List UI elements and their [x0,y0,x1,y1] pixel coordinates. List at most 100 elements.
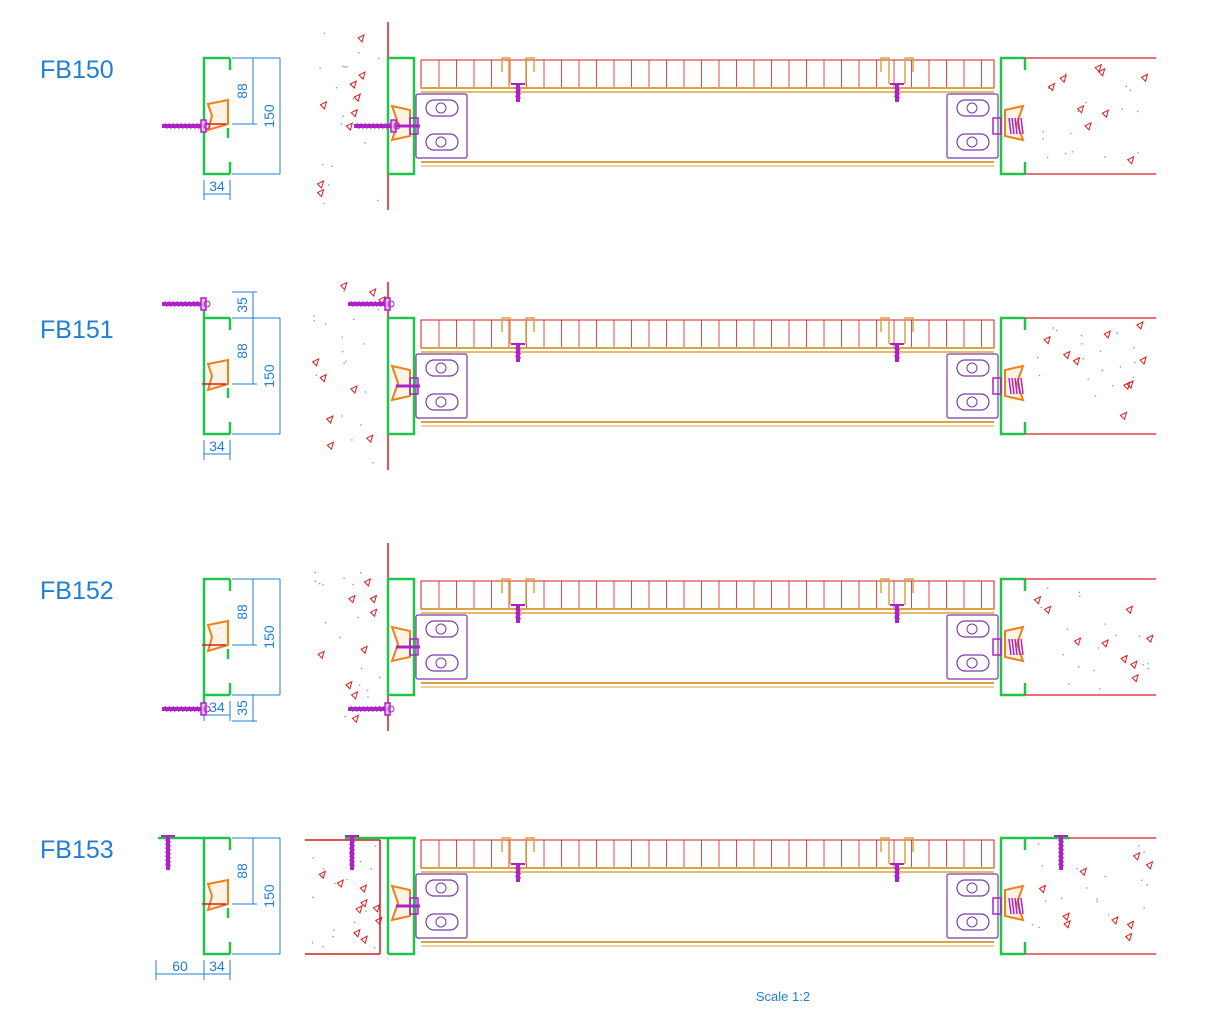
slot-bolt [435,657,447,669]
aggregate-mark [348,594,356,604]
aggregate-dot [345,360,347,362]
aggregate-mark [1145,860,1154,870]
screw-icon [511,604,525,623]
aggregate-dot [359,860,362,863]
aggregate-mark [359,884,368,893]
slot-bolt [435,362,447,374]
slot-bolt [966,396,978,408]
aggregate-dot [1107,914,1110,916]
aggregate-dot [1085,101,1087,104]
aggregate-dot [1060,897,1063,899]
aggregate-dot [1138,635,1141,638]
aggregate-mark [374,916,383,926]
aggregate-dot [365,910,367,912]
aggregate-dot [1146,883,1149,886]
gasket [1004,104,1025,142]
aggregate-dot [319,67,321,70]
slot [956,913,990,931]
aggregate-dot [377,308,380,311]
aggregate-dot [332,935,334,938]
aggregate-mark [350,108,359,118]
frame-profile-left [388,577,416,697]
assembly-section [316,22,1156,210]
gasket [206,619,229,653]
aggregate-mark [360,935,368,945]
aggregate-mark [1043,335,1051,345]
aggregate-dot [341,415,343,417]
aggregate-dot [1104,875,1106,878]
aggregate-dot [342,115,344,117]
aggregate-mark [363,577,372,587]
gasket [206,98,229,132]
slot [425,393,459,411]
aggregate-dot [1093,669,1095,672]
aggregate-mark [1094,63,1102,73]
clip [880,57,914,102]
frame-profile-left [388,836,416,956]
grating [420,319,995,353]
aggregate-dot [1115,634,1118,637]
screw-icon [1054,835,1068,870]
aggregate-dot [367,696,369,698]
aggregate-dot [333,929,335,931]
aggregate-mark [357,33,365,43]
frame-profile-left [388,56,416,176]
aggregate-dot [1037,356,1039,359]
screw-icon [511,83,525,102]
aggregate-mark [1043,605,1052,615]
aggregate-dot [1094,395,1097,397]
slot-bolt [435,916,447,928]
aggregate-dot [321,163,324,166]
assembly-section [314,543,1156,731]
slot [425,654,459,672]
screw-icon [890,604,904,623]
section-label: FB151 [40,316,114,344]
slot-bolt [966,136,978,148]
frame-profile-right [999,56,1025,176]
aggregate-dot [353,921,356,924]
section-label: FB152 [40,577,114,605]
aggregate-dot [1096,900,1098,903]
screw-icon [161,835,175,870]
aggregate-dot [1052,327,1055,329]
aggregate-mark [1145,634,1154,644]
clip [501,317,535,362]
aggregate-dot [318,582,321,585]
aggregate-mark [1073,637,1082,647]
aggregate-dot [1132,376,1134,379]
aggregate-mark [369,608,378,618]
aggregate-mark [1072,356,1081,366]
aggregate-mark [1062,912,1070,922]
aggregate-mark [311,357,320,367]
aggregate-dot [323,202,325,205]
slot-bolt [435,882,447,894]
assembly-section [311,281,1156,470]
screw-icon [162,297,211,311]
aggregate-dot [1147,667,1150,670]
aggregate-mark [1129,660,1138,670]
aggregate-dot [1042,137,1044,140]
clip [501,837,535,882]
end-plate-right [946,93,999,159]
spring-icon [1008,377,1024,395]
aggregate-dot [339,636,342,639]
aggregate-dot [1104,156,1106,158]
aggregate-mark [345,122,354,132]
aggregate-dot [331,165,333,167]
aggregate-dot [344,715,346,718]
aggregate-mark [1103,330,1111,339]
aggregate-mark [369,594,378,604]
aggregate-dot [1046,587,1049,590]
dim-upper: 88 [234,604,250,620]
slot-bolt [966,916,978,928]
aggregate-dot [344,66,346,68]
slot [425,879,459,897]
aggregate-mark [326,441,335,451]
aggregate-mark [1059,74,1067,84]
end-plate-right [946,873,999,939]
nut [409,117,419,135]
clip [880,837,914,882]
aggregate-dot [359,572,362,574]
